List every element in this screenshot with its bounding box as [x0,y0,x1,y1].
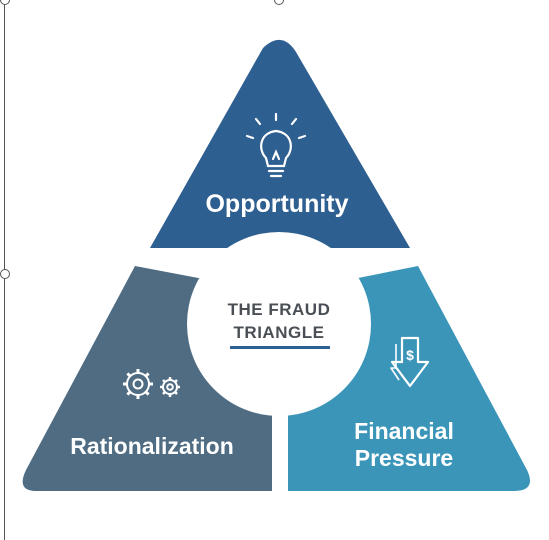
selection-handle-middle-left[interactable] [0,269,10,279]
financial-pressure-label-line2: Pressure [355,445,453,471]
title-underline [230,346,330,349]
down-arrow-dollar-icon: $ [390,336,430,388]
diagram-title-line2: TRIANGLE [234,323,325,342]
rationalization-label: Rationalization [70,433,234,459]
lightbulb-icon [245,112,307,178]
opportunity-segment [150,39,410,249]
svg-text:$: $ [406,347,414,363]
financial-pressure-label-line1: Financial [354,418,454,444]
center-circle [187,232,371,416]
opportunity-label: Opportunity [205,190,348,218]
gears-icon [123,369,180,399]
diagram-title-line1: THE FRAUD [228,300,331,319]
